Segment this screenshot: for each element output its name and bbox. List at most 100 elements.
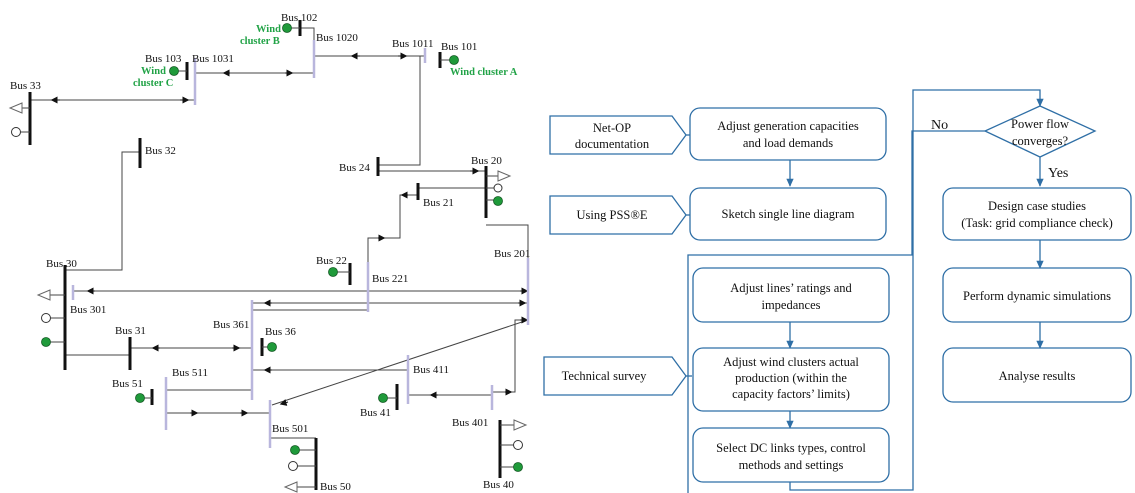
bus-label-30: Bus 30 <box>46 258 77 270</box>
load-bus-30 <box>36 289 51 301</box>
step-analyse-label: Analyse results <box>999 369 1076 383</box>
generators <box>41 23 523 472</box>
input-netop-shape <box>549 115 687 155</box>
machine-bus-30 <box>41 313 51 323</box>
wind-cluster-b-line1: Wind <box>256 24 281 35</box>
load-bus-50 <box>283 481 298 493</box>
input-netop-line1: Net-OP <box>593 121 631 135</box>
load-bus-40 <box>513 419 528 431</box>
step-sketch-label: Sketch single line diagram <box>722 207 855 221</box>
bus-label-1011: Bus 1011 <box>392 38 433 50</box>
connector-buses <box>71 40 530 448</box>
generator-icon-bus-41 <box>378 393 388 403</box>
generator-icon-bus-22 <box>328 267 338 277</box>
wind-cluster-labels: Wind cluster B Wind cluster C Wind clust… <box>133 24 518 89</box>
single-line-diagram: Bus 33 Bus 32 Bus 103 Bus 1031 Bus 102 B… <box>8 12 530 493</box>
bus-label-24: Bus 24 <box>339 162 370 174</box>
bus-label-22: Bus 22 <box>316 255 347 267</box>
step-wind-production-box <box>692 347 890 412</box>
bus-label-33: Bus 33 <box>10 80 41 92</box>
generator-icon-bus-30 <box>41 337 51 347</box>
bus-labels: Bus 33 Bus 32 Bus 103 Bus 1031 Bus 102 B… <box>10 12 530 493</box>
step-design-line1: Design case studies <box>988 199 1086 213</box>
bus-label-501: Bus 501 <box>272 423 308 435</box>
step-dynamic-label: Perform dynamic simulations <box>963 289 1111 303</box>
step-sketch-box <box>689 187 887 241</box>
bus-label-1020: Bus 1020 <box>316 32 358 44</box>
machine-bus-50 <box>288 461 298 471</box>
bus-label-411: Bus 411 <box>413 364 449 376</box>
wind-cluster-c-line1: Wind <box>141 66 166 77</box>
main-buses <box>28 20 502 490</box>
machine-bus-33 <box>11 127 21 137</box>
decision-yes-label: Yes <box>1048 166 1068 181</box>
decision-line2: converges? <box>1012 134 1068 148</box>
bus-label-511: Bus 511 <box>172 367 208 379</box>
bus-label-103: Bus 103 <box>145 53 182 65</box>
generator-icon-bus-36 <box>267 342 277 352</box>
wind-cluster-a: Wind cluster A <box>450 67 518 78</box>
generator-icon-bus-101 <box>449 55 459 65</box>
network-lines <box>30 27 529 439</box>
open-circles <box>11 127 523 471</box>
input-psse-label: Using PSS®E <box>577 208 648 222</box>
wind-cluster-c-line2: cluster C <box>133 78 173 89</box>
bus-label-20: Bus 20 <box>471 155 502 167</box>
input-arrows <box>686 134 692 377</box>
bus-label-201: Bus 201 <box>494 248 530 260</box>
bus-label-31: Bus 31 <box>115 325 146 337</box>
bus-label-41: Bus 41 <box>360 407 391 419</box>
bus-label-101: Bus 101 <box>441 41 477 53</box>
load-bus-33 <box>8 102 23 114</box>
step-dc-links-line2: methods and settings <box>739 458 844 472</box>
generator-icon-bus-51 <box>135 393 145 403</box>
input-psse-shape <box>549 195 687 235</box>
wind-cluster-b-line2: cluster B <box>240 36 280 47</box>
step-dc-links-line1: Select DC links types, control <box>716 441 866 455</box>
machine-bus-20 <box>493 183 503 193</box>
step-dc-links-box <box>692 427 890 483</box>
bus-label-102: Bus 102 <box>281 12 317 24</box>
step-analyse-box <box>942 347 1132 403</box>
flow-arrows <box>50 52 529 417</box>
bus-label-361: Bus 361 <box>213 319 249 331</box>
load-triangles <box>8 102 528 493</box>
generator-icon-bus-40 <box>513 462 523 472</box>
flowchart-boxes <box>689 105 1132 483</box>
flowchart-connectors <box>687 89 1044 493</box>
bus-label-221: Bus 221 <box>372 273 408 285</box>
step-ratings-line2: impedances <box>761 298 820 312</box>
generator-icon-bus-102 <box>282 23 292 33</box>
bus-label-301: Bus 301 <box>70 304 106 316</box>
bus-label-50: Bus 50 <box>320 481 351 493</box>
step-wind-production-line3: capacity factors’ limits) <box>732 387 850 401</box>
flowchart-inputs <box>543 115 687 396</box>
step-ratings-line1: Adjust lines’ ratings and <box>730 281 852 295</box>
step-adjust-generation-line2: and load demands <box>743 136 833 150</box>
input-netop-line2: documentation <box>575 137 650 151</box>
step-adjust-generation-box <box>689 107 887 161</box>
bus-label-40: Bus 40 <box>483 479 514 491</box>
bus-label-401: Bus 401 <box>452 417 488 429</box>
step-wind-production-line1: Adjust wind clusters actual <box>723 355 859 369</box>
step-ratings-box <box>692 267 890 323</box>
load-bus-20 <box>497 170 512 182</box>
decision-no-label: No <box>931 118 948 133</box>
bus-label-32: Bus 32 <box>145 145 176 157</box>
step-wind-production-line2: production (within the <box>735 371 847 385</box>
bus-label-36: Bus 36 <box>265 326 296 338</box>
decision-power-flow-shape <box>983 105 1097 158</box>
generator-icon-bus-103 <box>169 66 179 76</box>
step-dynamic-box <box>942 267 1132 323</box>
step-design-line2: (Task: grid compliance check) <box>961 216 1113 230</box>
step-adjust-generation-line1: Adjust generation capacities <box>717 119 859 133</box>
equipment-stubs <box>14 27 514 488</box>
step-design-box <box>942 187 1132 241</box>
decision-line1: Power flow <box>1011 117 1069 131</box>
bus-label-51: Bus 51 <box>112 378 143 390</box>
methodology-flowchart: Net-OP documentation Using PSS®E Technic… <box>543 89 1132 493</box>
machine-bus-40 <box>513 440 523 450</box>
flowchart-text: Net-OP documentation Using PSS®E Technic… <box>562 117 1113 472</box>
generator-icon-bus-50 <box>290 445 300 455</box>
